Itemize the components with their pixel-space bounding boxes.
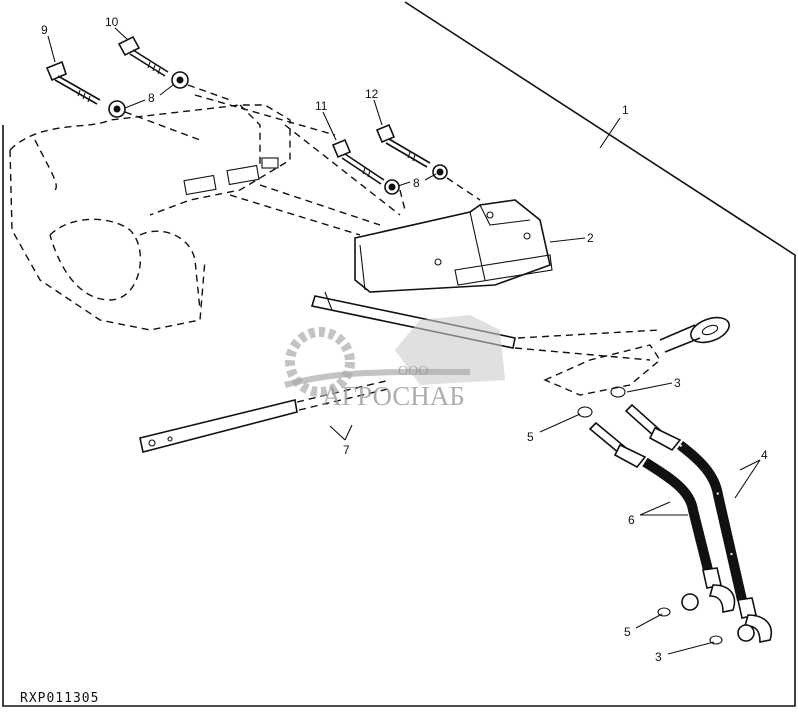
watermark-name: АГРОСНАБ: [322, 381, 465, 411]
callout-12: 12: [365, 87, 379, 101]
hose-assembly-4: [624, 403, 772, 643]
watermark-prefix: ООО: [398, 364, 428, 379]
callout-8: 8: [413, 176, 420, 190]
callout-5: 5: [527, 430, 534, 444]
callout-2: 2: [587, 231, 594, 245]
bolt-11: [331, 138, 385, 185]
callout-10: 10: [105, 15, 119, 29]
bolt-12: [375, 123, 431, 168]
callout-leaders: [47, 27, 761, 655]
figure-code: RXP011305: [20, 691, 99, 706]
callout-6: 6: [628, 513, 635, 527]
callout-11: 11: [315, 99, 328, 113]
callout-8: 8: [148, 91, 155, 105]
nut-8: [108, 71, 448, 195]
callout-4: 4: [761, 448, 768, 462]
callout-9: 9: [41, 23, 48, 37]
hose-assembly-6: [588, 421, 736, 613]
eye-end: [659, 316, 730, 353]
callout-3: 3: [655, 650, 662, 664]
watermark-logo: ООО АГРОСНАБ: [284, 315, 505, 411]
callout-3: 3: [674, 376, 681, 390]
lift-arm-casting: [9, 94, 401, 331]
bolt-dashed-paths: [124, 84, 481, 211]
bolt-9: [45, 60, 101, 105]
frame-border: [2, 1, 796, 707]
callout-1: 1: [622, 103, 629, 117]
bolt-10: [117, 35, 169, 77]
callout-7: 7: [343, 443, 350, 457]
rod-7: [139, 379, 393, 453]
o-rings: [577, 386, 723, 645]
callout-5: 5: [624, 625, 631, 639]
bracket: [354, 199, 553, 293]
valve-block-dashed: [543, 344, 661, 396]
